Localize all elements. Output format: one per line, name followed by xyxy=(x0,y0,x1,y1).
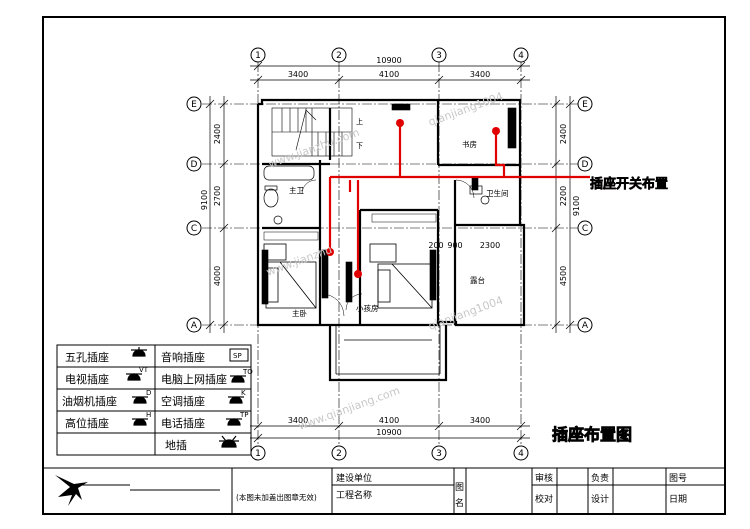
stair-up-label: 上 xyxy=(356,117,363,126)
room-main-bath: 主卫 xyxy=(289,185,304,195)
legend-five-hole: 五孔插座 xyxy=(65,350,109,364)
dim-left-1: 2400 xyxy=(213,124,222,144)
beds xyxy=(263,243,433,309)
network-socket-icon xyxy=(230,375,246,383)
company-logo-icon xyxy=(55,475,88,506)
dim-top-1: 3400 xyxy=(288,70,308,79)
grid-label-3-top: 3 xyxy=(436,51,442,61)
balcony-rails xyxy=(335,325,441,375)
legend-audio-symbol: SP xyxy=(233,352,242,360)
five-hole-socket-icon xyxy=(131,347,147,357)
grid-label-4-bottom: 4 xyxy=(518,449,524,459)
legend-ac-symbol: K xyxy=(241,389,246,397)
dim-right-total: 9100 xyxy=(572,196,581,216)
high-socket-icon xyxy=(132,418,148,426)
title-block-drawing-name-1: 图 xyxy=(455,482,464,493)
socket-layout-plan-title: 插座布置图 xyxy=(552,425,632,444)
dim-left-2: 2700 xyxy=(213,186,222,206)
grid-label-a-right: A xyxy=(582,321,589,331)
dim-right-1: 2400 xyxy=(559,124,568,144)
dim-bottom-2: 4100 xyxy=(379,416,399,425)
grid-bubbles xyxy=(186,47,593,461)
grid-label-2-bottom: 2 xyxy=(336,449,342,459)
grid-label-d-right: D xyxy=(582,160,589,170)
stair-down-label: 下 xyxy=(356,142,363,150)
wardrobes xyxy=(263,213,437,241)
title-block-build-unit: 建设单位 xyxy=(336,472,372,484)
legend-hood-symbol: D xyxy=(146,389,151,397)
legend-high: 高位插座 xyxy=(65,416,109,430)
legend-table xyxy=(56,344,252,456)
legend-tv: 电视插座 xyxy=(65,372,109,386)
legend-audio: 音响插座 xyxy=(161,350,205,364)
switch-points xyxy=(326,119,500,278)
dim-bottom-3: 3400 xyxy=(470,416,490,425)
socket-markers xyxy=(261,103,517,305)
floor-socket-icon xyxy=(219,435,239,448)
title-block xyxy=(42,467,726,515)
svg-text:www.qianjiang.com: www.qianjiang.com xyxy=(297,384,402,433)
legend-phone-symbol: TP xyxy=(239,411,249,419)
room-bathroom: 卫生间 xyxy=(486,188,509,198)
room-kids-room: 小孩房 xyxy=(356,303,379,313)
title-block-check: 校对 xyxy=(535,493,553,505)
title-block-responsible: 负责 xyxy=(591,472,609,484)
title-block-date: 日期 xyxy=(669,494,687,505)
tv-socket-icon xyxy=(126,373,142,381)
bath-fixtures xyxy=(263,165,490,225)
title-block-drawing-no: 图号 xyxy=(669,473,687,484)
grid-label-c-right: C xyxy=(582,224,588,234)
dim-left-3: 4000 xyxy=(213,266,222,286)
dim-top-total: 10900 xyxy=(376,56,401,65)
staircase xyxy=(271,107,353,157)
dim-left-total: 9100 xyxy=(200,190,209,210)
grid-label-3-bottom: 3 xyxy=(436,449,442,459)
switch-wiring xyxy=(328,123,590,274)
room-master-bedroom: 主卧 xyxy=(292,308,307,318)
legend-network-symbol: TO xyxy=(242,368,253,376)
title-block-project-name: 工程名称 xyxy=(336,489,372,501)
dim-bottom-1: 3400 xyxy=(288,416,308,425)
legend-hood: 油烟机插座 xyxy=(62,394,117,408)
legend-high-symbol: H xyxy=(146,411,151,419)
dim-inner-1: 200 xyxy=(428,241,443,250)
grid-label-1-top: 1 xyxy=(255,51,261,61)
grid-label-e-left: E xyxy=(191,100,197,110)
legend-floor: 地插 xyxy=(165,438,187,452)
dim-top-3: 3400 xyxy=(470,70,490,79)
dim-bottom-total: 10900 xyxy=(376,428,401,437)
dim-top-2: 4100 xyxy=(379,70,399,79)
room-terrace: 露台 xyxy=(470,275,485,285)
ac-socket-icon xyxy=(228,396,244,404)
legend-network: 电脑上网插座 xyxy=(161,372,227,386)
phone-socket-icon xyxy=(226,418,242,426)
title-block-drawing-name-2: 名 xyxy=(455,497,464,509)
grid-label-d-left: D xyxy=(191,160,198,170)
title-block-note: (本图未加盖出图章无效) xyxy=(236,492,317,502)
socket-switch-layout-title: 插座开关布置 xyxy=(590,176,668,192)
grid-label-1-bottom: 1 xyxy=(255,449,261,459)
walls xyxy=(256,98,526,382)
legend-symbols xyxy=(126,347,246,448)
room-study: 书房 xyxy=(462,139,477,149)
dim-right-2: 2200 xyxy=(559,186,568,206)
dim-inner-3: 2300 xyxy=(480,241,500,250)
grid-label-c-left: C xyxy=(191,224,197,234)
grid-label-a-left: A xyxy=(191,321,198,331)
grid-label-e-right: E xyxy=(582,100,588,110)
dim-right-3: 4500 xyxy=(559,266,568,286)
grid-label-2-top: 2 xyxy=(336,51,342,61)
grid-label-4-top: 4 xyxy=(518,51,524,61)
dimension-lines xyxy=(205,61,575,443)
audio-socket-box xyxy=(229,348,249,362)
title-block-review: 审核 xyxy=(535,472,553,484)
title-block-design: 设计 xyxy=(591,493,609,505)
hood-socket-icon xyxy=(132,396,148,404)
legend-ac: 空调插座 xyxy=(161,394,205,408)
legend-tv-symbol: VT xyxy=(139,366,149,374)
legend-phone: 电话插座 xyxy=(161,416,205,430)
